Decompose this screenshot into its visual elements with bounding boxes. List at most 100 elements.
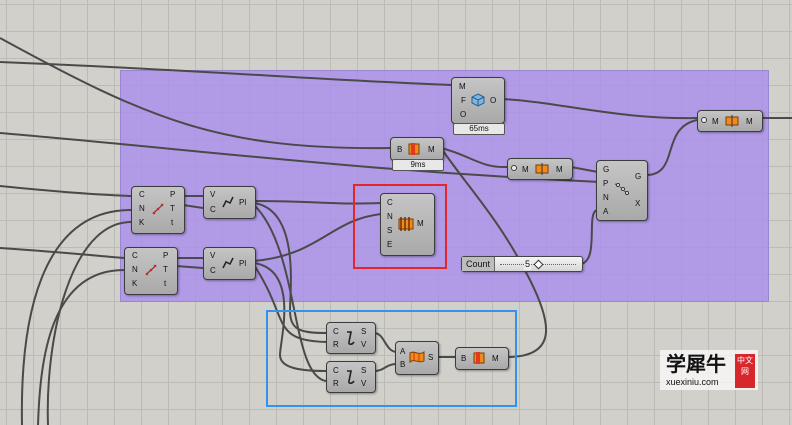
output-port-s[interactable]: S bbox=[428, 353, 434, 362]
input-port-c[interactable]: C bbox=[139, 190, 145, 199]
output-port-pl[interactable]: Pl bbox=[239, 259, 247, 268]
watermark: 学犀牛 xuexiniu.com 中文网 bbox=[660, 350, 758, 390]
wire bbox=[0, 132, 601, 183]
output-port-t-lower[interactable]: t bbox=[171, 218, 174, 227]
dotted-curve-icon bbox=[614, 183, 630, 196]
output-port-pl[interactable]: Pl bbox=[239, 198, 247, 207]
sweep-mesh-icon bbox=[398, 217, 414, 231]
wire bbox=[0, 185, 132, 197]
input-port-b[interactable]: B bbox=[461, 354, 467, 363]
output-port-m[interactable]: M bbox=[556, 165, 563, 174]
input-port-v[interactable]: V bbox=[210, 190, 216, 199]
input-port-p[interactable]: P bbox=[603, 179, 609, 188]
mesh-merge-component[interactable]: B M bbox=[390, 137, 444, 161]
input-port-c[interactable]: C bbox=[333, 327, 339, 336]
wire bbox=[175, 265, 204, 269]
wire bbox=[37, 269, 125, 425]
wire bbox=[253, 204, 327, 382]
input-port-b[interactable]: B bbox=[397, 145, 403, 154]
sphere-component[interactable]: M F O O bbox=[451, 77, 505, 124]
output-port-s[interactable]: S bbox=[361, 366, 367, 375]
wire bbox=[580, 209, 599, 265]
input-port-n[interactable]: N bbox=[139, 204, 145, 213]
input-port-a[interactable]: A bbox=[400, 347, 406, 356]
curve-component-2[interactable]: C R S V bbox=[326, 361, 376, 393]
wire bbox=[253, 213, 382, 262]
wire bbox=[253, 202, 327, 334]
wire bbox=[0, 247, 125, 259]
watermark-chinese: 学犀牛 bbox=[666, 352, 726, 376]
output-port-t[interactable]: T bbox=[170, 204, 175, 213]
output-port-m[interactable]: M bbox=[492, 354, 499, 363]
divide-curve-icon bbox=[152, 203, 164, 215]
mesh-arrow-icon bbox=[725, 115, 739, 127]
wire bbox=[253, 200, 382, 205]
slider-label: Count bbox=[462, 257, 495, 271]
wire bbox=[440, 147, 508, 169]
watermark-url: xuexiniu.com bbox=[666, 377, 719, 387]
input-port-s[interactable]: S bbox=[387, 226, 393, 235]
input-port-o[interactable]: O bbox=[460, 110, 467, 119]
count-slider[interactable]: Count 5 bbox=[461, 256, 583, 272]
input-port-r[interactable]: R bbox=[333, 379, 339, 388]
sweep-mesh-component[interactable]: C N S E M bbox=[380, 193, 435, 256]
slider-knob[interactable] bbox=[533, 259, 544, 270]
input-port-n[interactable]: N bbox=[387, 212, 393, 221]
output-port-s[interactable]: S bbox=[361, 327, 367, 336]
input-port-g[interactable]: G bbox=[603, 165, 610, 174]
output-port-v[interactable]: V bbox=[361, 379, 367, 388]
output-port-v[interactable]: V bbox=[361, 340, 367, 349]
output-port-p[interactable]: P bbox=[163, 251, 169, 260]
curve-component-1[interactable]: C R S V bbox=[326, 322, 376, 354]
orange-box-icon bbox=[473, 352, 485, 364]
input-port-n[interactable]: N bbox=[603, 193, 609, 202]
output-port-m[interactable]: M bbox=[417, 219, 424, 228]
divide-curve-icon bbox=[145, 264, 157, 276]
orange-surface-icon bbox=[409, 350, 425, 364]
curve-graph-component[interactable]: G P N A G X bbox=[596, 160, 648, 221]
input-port-m[interactable]: M bbox=[459, 82, 466, 91]
input-port-b[interactable]: B bbox=[400, 360, 406, 369]
wire bbox=[440, 147, 547, 358]
input-port-c[interactable]: C bbox=[387, 198, 393, 207]
wire bbox=[0, 37, 391, 150]
timing-badge-sphere: 65ms bbox=[453, 123, 505, 135]
output-port-g[interactable]: G bbox=[635, 172, 642, 181]
input-port-f[interactable]: F bbox=[461, 96, 466, 105]
input-port-e[interactable]: E bbox=[387, 240, 393, 249]
input-port-v[interactable]: V bbox=[210, 251, 216, 260]
loft-surface-component[interactable]: A B S bbox=[395, 341, 439, 375]
timing-badge-merge: 9ms bbox=[392, 159, 444, 171]
input-port-c[interactable]: C bbox=[210, 205, 216, 214]
divide-curve-component-2[interactable]: C N K P T t bbox=[124, 247, 178, 295]
wire bbox=[570, 166, 599, 173]
input-port-m[interactable]: M bbox=[522, 165, 529, 174]
output-port-p[interactable]: P bbox=[170, 190, 176, 199]
input-port-r[interactable]: R bbox=[333, 340, 339, 349]
polyline-component-2[interactable]: V C Pl bbox=[203, 247, 256, 280]
output-port-t[interactable]: T bbox=[163, 265, 168, 274]
output-port-t-lower[interactable]: t bbox=[164, 279, 167, 288]
input-port-n[interactable]: N bbox=[132, 265, 138, 274]
cube-sphere-icon bbox=[471, 93, 485, 107]
input-port-c[interactable]: C bbox=[132, 251, 138, 260]
input-port-m[interactable]: M bbox=[712, 117, 719, 126]
wire bbox=[253, 262, 327, 372]
polyline-component-1[interactable]: V C Pl bbox=[203, 186, 256, 219]
input-port-c[interactable]: C bbox=[333, 366, 339, 375]
input-port-k[interactable]: K bbox=[132, 279, 138, 288]
mesh-unmerge-component-a[interactable]: M M bbox=[697, 110, 763, 132]
divide-curve-component-1[interactable]: C N K P T t bbox=[131, 186, 185, 234]
output-port-x[interactable]: X bbox=[635, 199, 641, 208]
output-port-m[interactable]: M bbox=[428, 145, 435, 154]
input-port-a[interactable]: A bbox=[603, 207, 609, 216]
input-port-k[interactable]: K bbox=[139, 218, 145, 227]
output-port-o[interactable]: O bbox=[490, 96, 497, 105]
input-port-c[interactable]: C bbox=[210, 266, 216, 275]
wire bbox=[20, 209, 132, 425]
output-port-m[interactable]: M bbox=[746, 117, 753, 126]
wire bbox=[373, 363, 398, 372]
mesh-unmerge-component-b[interactable]: M M bbox=[507, 158, 573, 180]
mesh-output-component[interactable]: B M bbox=[455, 347, 509, 370]
